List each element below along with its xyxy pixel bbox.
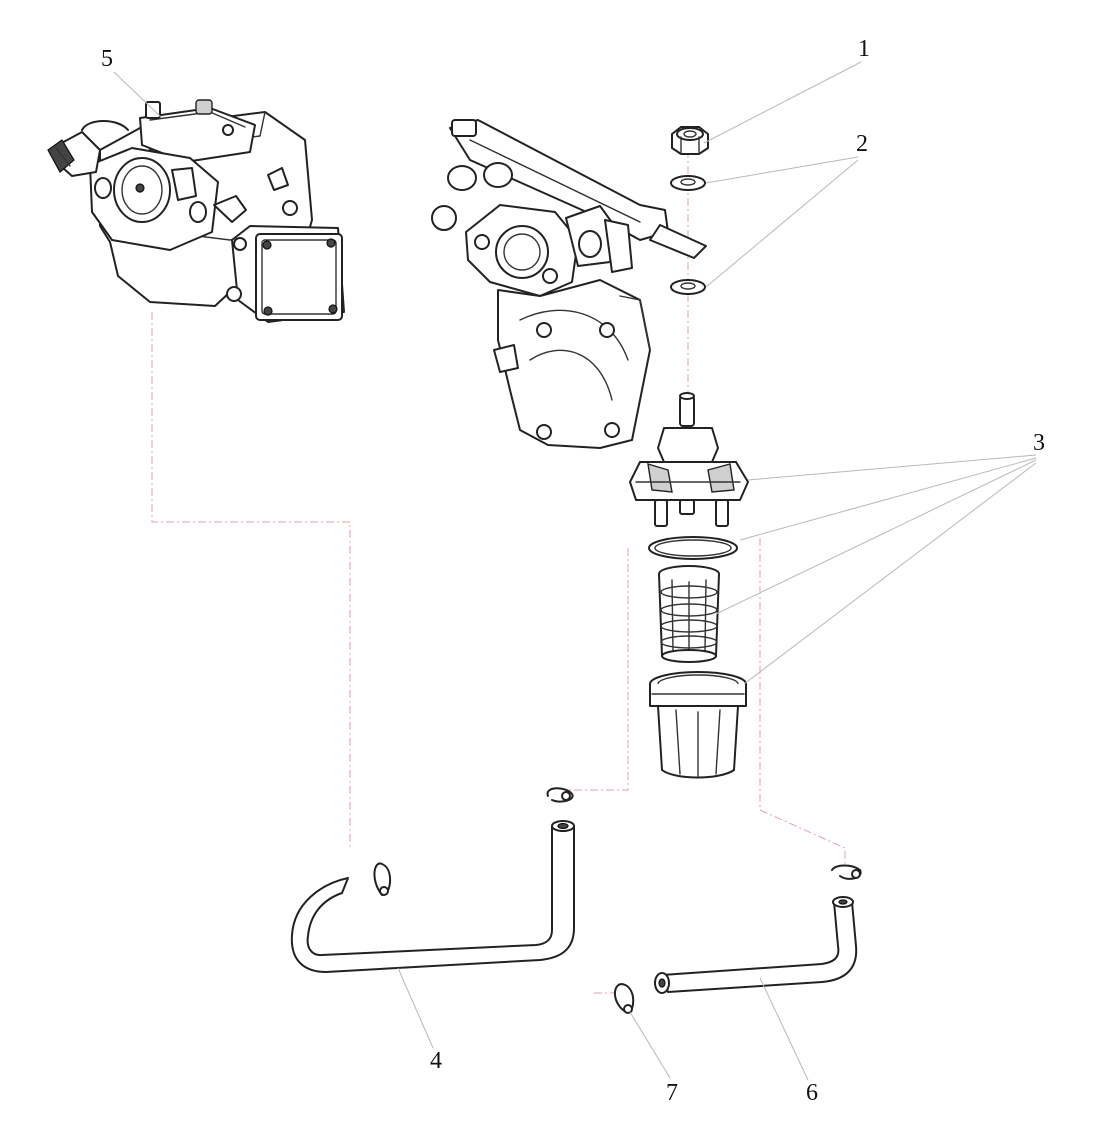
washer-upper-part xyxy=(670,175,706,191)
hose-clip-right-part xyxy=(831,864,862,880)
callout-6: 6 xyxy=(806,1080,818,1106)
filter-bowl-part xyxy=(649,671,747,779)
callout-5: 5 xyxy=(101,46,113,72)
fuel-hose-straight-part xyxy=(654,896,858,994)
carburetor-part xyxy=(47,99,345,323)
intake-manifold-part xyxy=(431,119,707,449)
fuel-hose-j-part xyxy=(290,820,575,973)
hose-clip-top-part xyxy=(546,787,574,803)
callout-7: 7 xyxy=(666,1080,678,1106)
hose-clip-left-part xyxy=(373,862,392,896)
hex-nut-part xyxy=(671,126,709,155)
callout-1: 1 xyxy=(858,36,870,62)
hose-clip-bottom-part xyxy=(614,983,635,1014)
callout-2: 2 xyxy=(856,131,868,157)
callout-3: 3 xyxy=(1033,430,1045,456)
washer-lower-part xyxy=(670,279,706,295)
filter-screen-part xyxy=(658,565,720,663)
fuel-filter-head-part xyxy=(629,392,749,527)
o-ring-part xyxy=(648,536,738,560)
leader-lines xyxy=(113,61,1037,1081)
callout-4: 4 xyxy=(430,1048,442,1074)
